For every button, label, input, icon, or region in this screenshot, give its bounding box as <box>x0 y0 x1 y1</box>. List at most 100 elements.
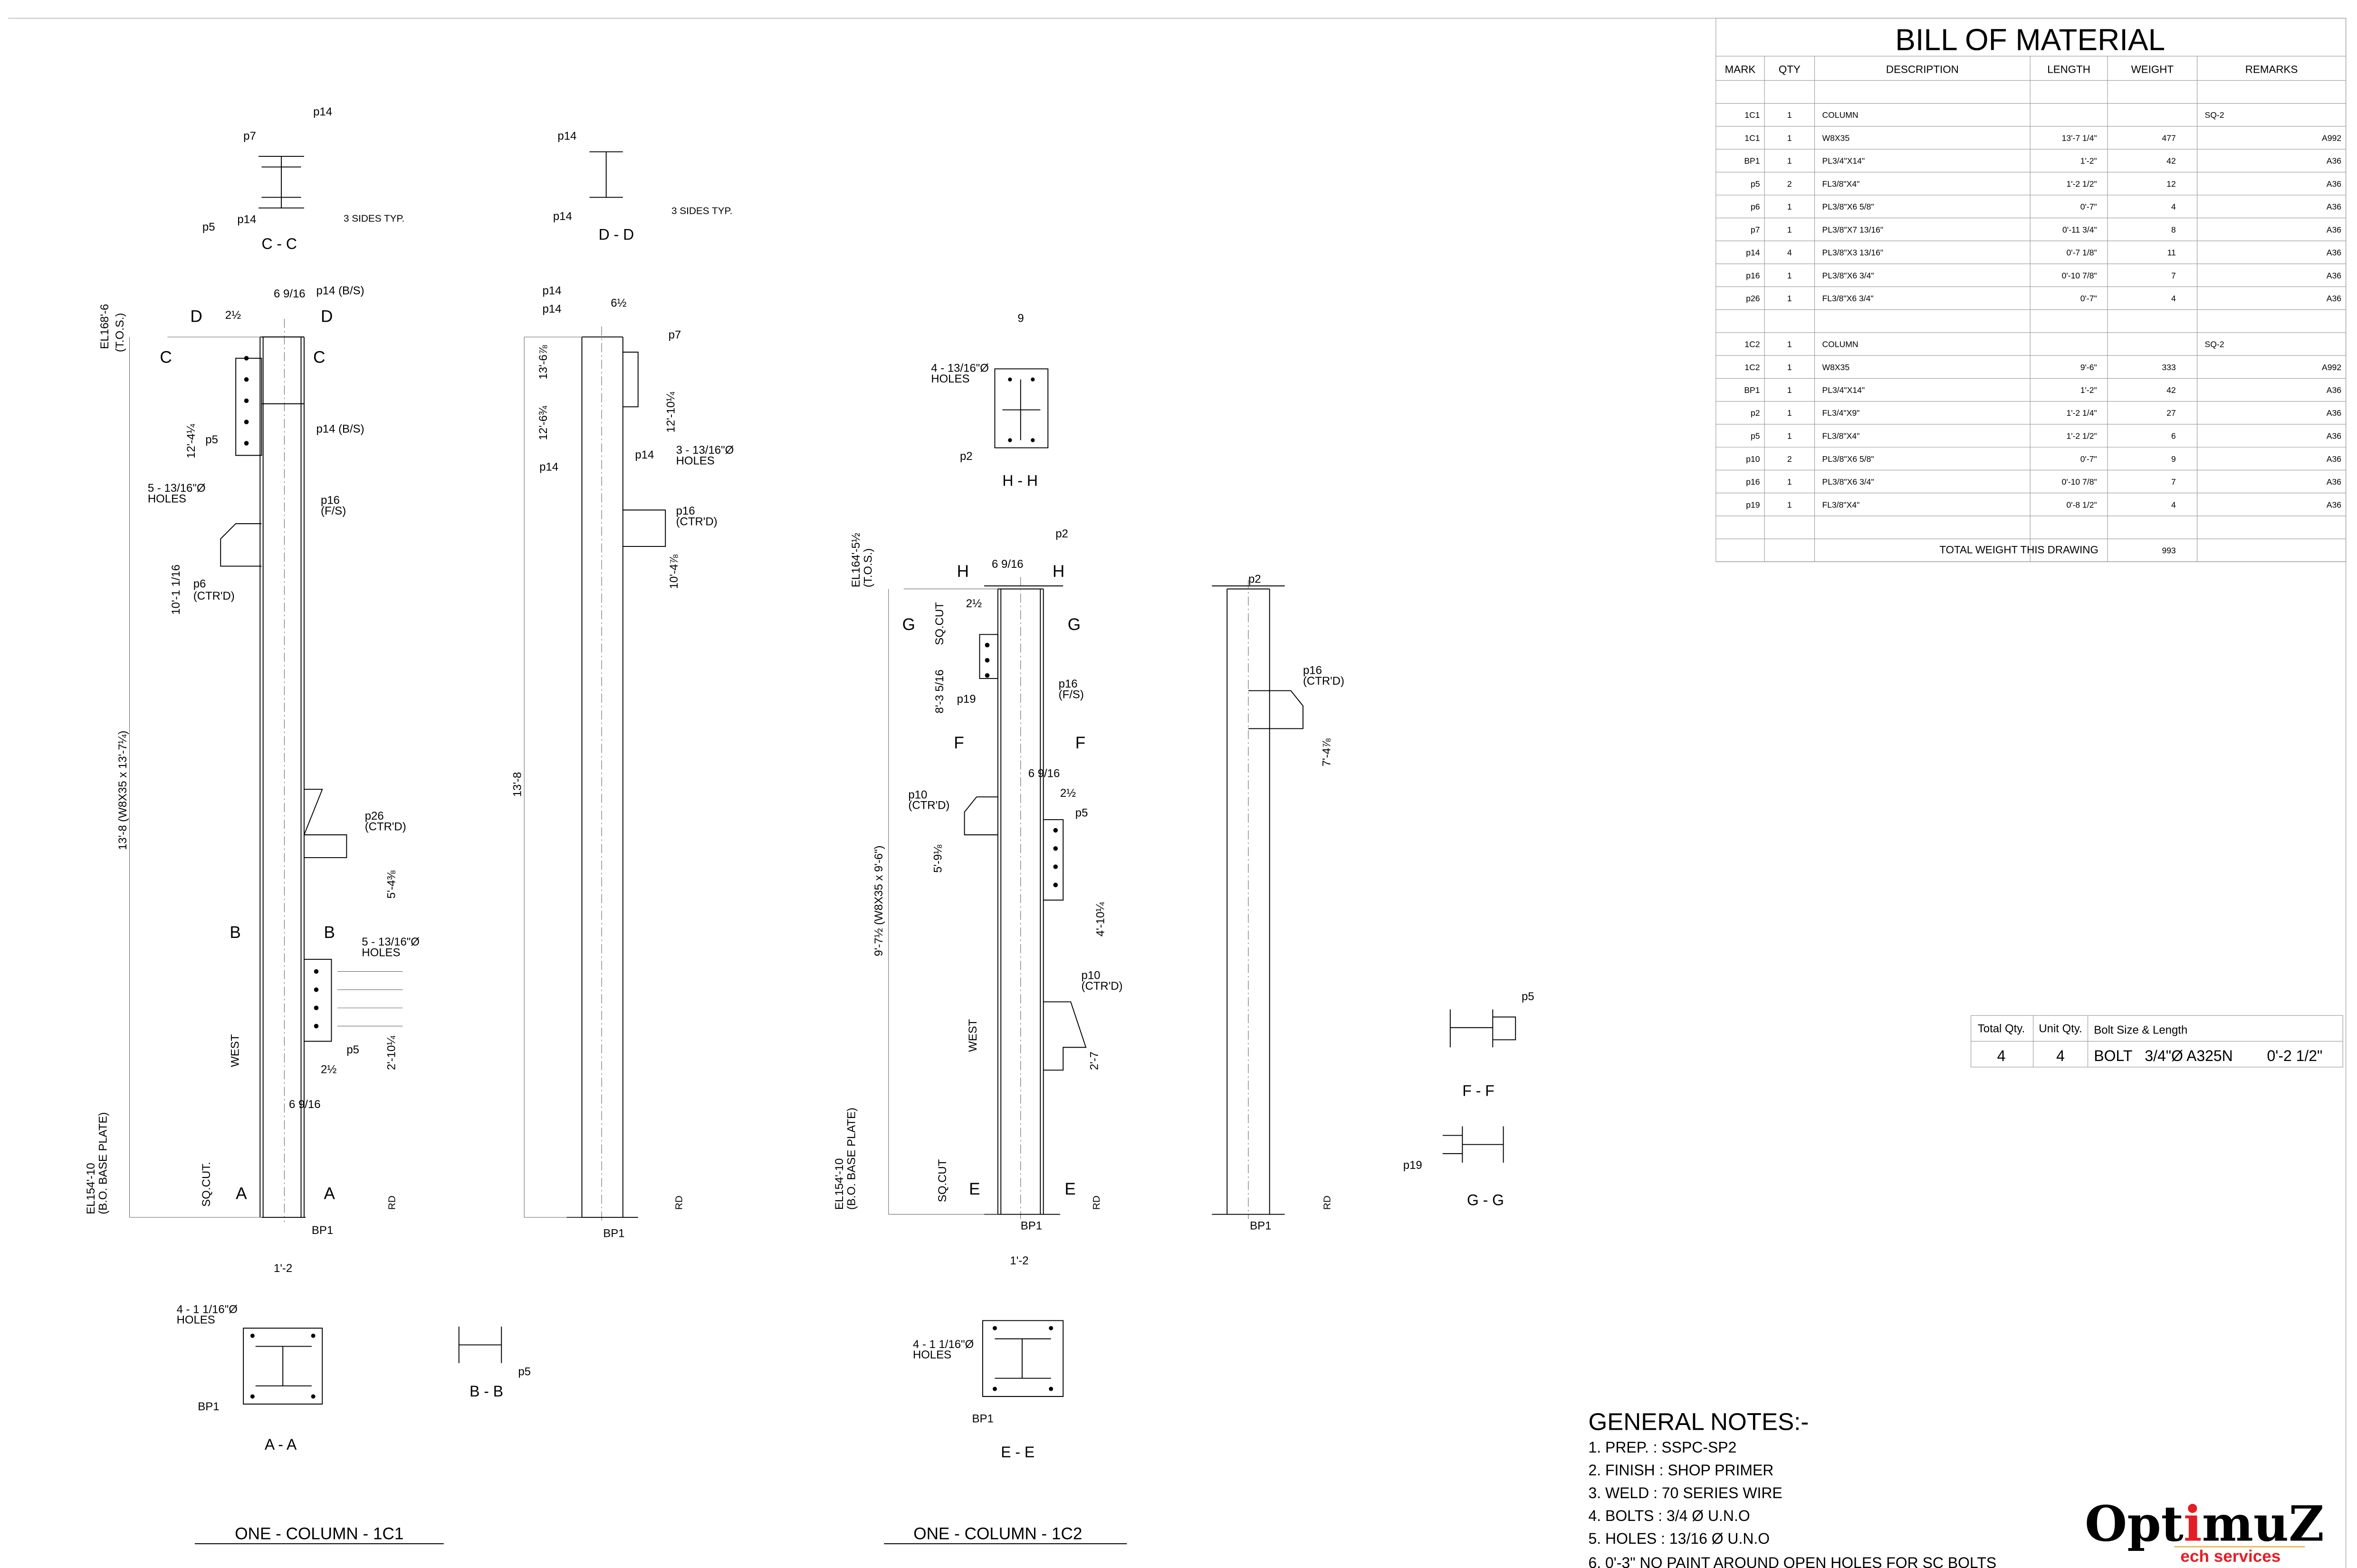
part-label: p14 <box>313 105 332 118</box>
bom-cell-length: 0'-7" <box>2080 294 2097 303</box>
part-label: p14 <box>542 285 561 297</box>
part-label: p14 (B/S) <box>316 285 364 297</box>
holes-label: HOLES <box>362 947 400 959</box>
part-label: p19 <box>957 693 976 706</box>
length-dim: 13'-8 (W8X35 x 13'-7¼) <box>116 731 129 850</box>
part-label: p14 <box>237 213 256 226</box>
bom-cell-remarks: A36 <box>2327 271 2341 280</box>
weld-note: 3 SIDES TYP. <box>671 205 732 216</box>
bom-cell-description: PL3/8"X6 3/4" <box>1822 271 1874 280</box>
part-label: p2 <box>1248 573 1261 586</box>
part-label: (CTR'D) <box>1082 980 1123 993</box>
holes-label: HOLES <box>177 1314 215 1327</box>
bom-cell-weight: 11 <box>2167 248 2176 258</box>
bom-cell-qty: 1 <box>1787 340 1792 349</box>
part-label: BP1 <box>312 1224 333 1237</box>
bom-cell-description: PL3/8"X3 13/16" <box>1822 248 1884 258</box>
section-marker: H <box>957 562 969 581</box>
bom-cell-description: PL3/8"X6 5/8" <box>1822 202 1874 211</box>
part-label: p2 <box>1055 527 1068 540</box>
bom-total-weight: 993 <box>2162 546 2176 555</box>
bom-grid-lines <box>1715 56 2346 562</box>
bom-cell-mark: p10 <box>1746 454 1760 464</box>
dim-text: 4'-10¼ <box>1094 902 1107 937</box>
section-marker: G <box>1068 615 1081 634</box>
notes-title: GENERAL NOTES:- <box>1589 1408 1809 1435</box>
bom-cell-length: 1'-2 1/4" <box>2066 408 2097 418</box>
bom-title: BILL OF MATERIAL <box>1895 22 2165 57</box>
section-views: C - C p7 p14 p14 p5 3 SIDES TYP. D - D p… <box>177 105 1534 1461</box>
section-title: D - D <box>599 226 634 243</box>
sq-cut-label: SQ.CUT. <box>200 1162 213 1206</box>
bom-header-cell: MARK <box>1725 63 1756 75</box>
bom-cell-length: 1'-2" <box>2080 385 2097 395</box>
dim-text: 5'-9⅛ <box>932 844 945 873</box>
length-dim: 9'-7½ (W8X35 x 9'-6") <box>872 845 885 956</box>
dim-text: 6 9/16 <box>289 1098 321 1111</box>
dim-text: 2½ <box>1060 787 1076 800</box>
bom-cell-weight: 12 <box>2166 179 2176 189</box>
bolt-list-table: Total Qty. Unit Qty. Bolt Size & Length … <box>1971 1015 2343 1068</box>
part-label: p16 <box>1059 678 1078 690</box>
section-title: C - C <box>261 235 297 252</box>
part-label: (CTR'D) <box>676 515 718 528</box>
bom-cell-description: W8X35 <box>1822 363 1850 372</box>
bom-cell-weight: 27 <box>2166 408 2176 418</box>
bom-cell-qty: 1 <box>1787 500 1792 509</box>
part-label: p16 <box>321 494 340 507</box>
bom-cell-description: FL3/8"X4" <box>1822 179 1860 189</box>
bom-cell-mark: p2 <box>1751 408 1760 418</box>
part-label: p14 <box>557 130 576 143</box>
bom-cell-remarks: A36 <box>2327 179 2341 189</box>
dim-text: 10'-1 1/16 <box>170 564 182 615</box>
part-label: BP1 <box>1250 1220 1271 1233</box>
bom-cell-qty: 1 <box>1787 202 1792 211</box>
rd-label: RD <box>1322 1195 1332 1210</box>
dim-text: 8'-3 5/16 <box>933 669 946 713</box>
note-item: 3. WELD : 70 SERIES WIRE <box>1589 1484 1782 1501</box>
section-marker: F <box>1075 734 1085 752</box>
bom-cell-qty: 1 <box>1787 271 1792 280</box>
note-item: 2. FINISH : SHOP PRIMER <box>1589 1462 1774 1479</box>
holes-label: HOLES <box>676 455 715 468</box>
bom-cell-description: FL3/8"X4" <box>1822 500 1860 509</box>
bom-cell-description: FL3/8"X6 3/4" <box>1822 294 1874 303</box>
part-label: p26 <box>365 810 384 822</box>
bom-cell-description: COLUMN <box>1822 340 1859 349</box>
bom-cell-remarks: SQ-2 <box>2205 110 2224 120</box>
section-marker: D <box>190 307 202 325</box>
part-label: p5 <box>202 221 215 234</box>
bom-cell-mark: p5 <box>1751 179 1760 189</box>
tos-label: (T.O.S.) <box>114 313 126 352</box>
bom-cell-description: PL3/8"X6 5/8" <box>1822 454 1874 464</box>
drawing-title-1c2: ONE - COLUMN - 1C2 <box>913 1524 1082 1543</box>
bom-cell-mark: BP1 <box>1744 156 1760 165</box>
elevation-bottom-label: EL154'-10 <box>833 1158 846 1210</box>
bom-cell-qty: 1 <box>1787 431 1792 441</box>
rd-label: RD <box>387 1195 398 1210</box>
general-notes: GENERAL NOTES:- 1. PREP. : SSPC-SP2 2. F… <box>1589 1408 1997 1568</box>
bom-cell-mark: p6 <box>1751 202 1760 211</box>
part-label: p10 <box>908 788 927 801</box>
section-title: G - G <box>1467 1191 1504 1208</box>
bom-cell-description: FL3/4"X9" <box>1822 408 1860 418</box>
section-marker: C <box>313 348 325 367</box>
part-label: BP1 <box>603 1227 624 1240</box>
bom-cell-length: 9'-6" <box>2080 363 2097 372</box>
part-label: (CTR'D) <box>908 799 949 812</box>
bom-cell-remarks: SQ-2 <box>2205 340 2224 349</box>
holes-label: 5 - 13/16"Ø <box>148 482 206 495</box>
section-marker: A <box>324 1185 335 1203</box>
bom-cell-remarks: A36 <box>2327 202 2341 211</box>
bom-cell-mark: BP1 <box>1744 385 1760 395</box>
bom-cell-length: 0'-11 3/4" <box>2062 225 2097 234</box>
part-label: (CTR'D) <box>193 590 235 602</box>
bolt-description: BOLT 3/4"Ø A325N <box>2094 1047 2232 1064</box>
section-marker: A <box>236 1185 247 1203</box>
dim-text: 2½ <box>225 309 241 322</box>
dim-text: 2'-10¼ <box>385 1035 398 1070</box>
bom-cell-remarks: A36 <box>2327 500 2341 509</box>
bom-header-cell: QTY <box>1779 63 1801 75</box>
